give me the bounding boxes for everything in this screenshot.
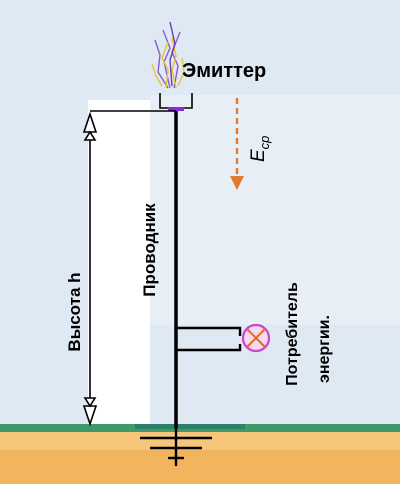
field-symbol: E [248,149,269,162]
white-column [88,100,150,425]
consumer-label-line1: Потребитель [284,282,301,386]
height-label: Высота h [65,272,84,352]
field-strength-arrow [230,98,244,190]
field-subscript: ср [256,135,272,150]
white-area-upper [150,95,400,325]
consumer-branch-wires [176,326,242,352]
height-dimension-arrow [82,111,98,427]
field-strength-label: Eср [248,136,272,162]
soil-texture [0,432,400,450]
ground-symbol-icon [140,428,212,466]
conductor-label: Проводник [140,203,159,297]
corona-discharge-icon [151,21,185,89]
grass-dark-patch [135,424,245,429]
emitter-mark [168,107,184,111]
consumer-label-line2: энергии. [316,315,333,383]
lamp-cross-icon [241,323,271,353]
emitter-label: Эмиттер [182,60,267,82]
